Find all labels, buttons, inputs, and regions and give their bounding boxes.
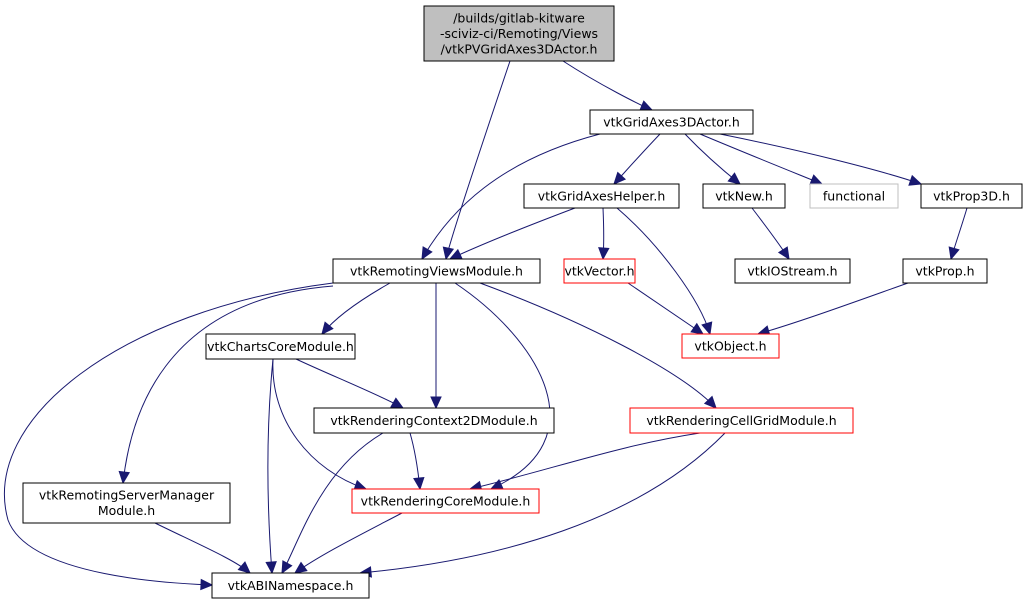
arrowhead-icon [908,174,923,186]
node-prop[interactable]: vtkProp.h [902,258,988,284]
node-label: functional [823,188,885,203]
edge-chartscore-to-context2d [295,358,405,409]
arrowhead-icon [777,246,790,261]
node-label: vtkObject.h [694,338,766,353]
edge-gridaxeshelper-to-vector [598,207,610,261]
node-label: vtkProp.h [915,263,974,278]
node-label: vtkGridAxes3DActor.h [603,114,740,129]
edge-gridaxeshelper-to-object [616,207,713,336]
node-label: vtkVector.h [564,263,634,278]
node-functional: functional [809,183,899,209]
node-remotingviews[interactable]: vtkRemotingViewsModule.h [332,258,541,284]
node-vector[interactable]: vtkVector.h [563,258,636,284]
arrowhead-icon [421,246,433,261]
edge-remotingviews-to-chartscore [321,282,391,335]
node-gridaxeshelper[interactable]: vtkGridAxesHelper.h [523,183,680,209]
arrowhead-icon [809,174,824,185]
edge-gridaxes3dactor-to-remotingviews [421,133,601,261]
node-prop3d[interactable]: vtkProp3D.h [920,183,1023,209]
edge-remotingviews-to-renderingcore [454,282,551,490]
arrowhead-icon [200,578,214,591]
node-label: vtkRenderingContext2DModule.h [330,413,537,428]
arrowhead-icon [430,396,442,410]
edge-vtknew-to-iostream [751,207,790,261]
edge-prop-to-object [756,282,909,337]
edge-gridaxeshelper-to-remotingviews [448,207,576,260]
node-gridaxes3dactor[interactable]: vtkGridAxes3DActor.h [589,109,754,135]
edge-remotingviews-to-abinamespace [3,282,334,591]
node-label: vtkChartsCoreModule.h [207,339,354,354]
node-label: /vtkPVGridAxes3DActor.h [441,41,598,56]
node-label: vtkProp3D.h [933,188,1010,203]
node-context2d[interactable]: vtkRenderingContext2DModule.h [313,407,555,434]
node-label: vtkRenderingCellGridModule.h [646,413,836,428]
arrowhead-icon [294,561,308,574]
arrowhead-icon [118,470,131,485]
edge-renderingcore-to-abinamespace [294,512,403,574]
edge-vector-to-object [627,282,704,335]
arrowhead-icon [690,322,704,335]
node-label: vtkRenderingCoreModule.h [361,493,531,508]
node-vtknew[interactable]: vtkNew.h [702,183,786,209]
edge-context2d-to-abinamespace [281,432,384,575]
node-renderingcore[interactable]: vtkRenderingCoreModule.h [351,488,540,514]
arrowhead-icon [442,246,455,261]
node-label: /builds/gitlab-kitware [453,10,585,25]
node-label: vtkRemotingServerManager [39,488,215,503]
node-chartscore[interactable]: vtkChartsCoreModule.h [205,333,356,360]
arrowhead-icon [598,247,610,261]
edge-root-to-gridaxes3dactor [562,60,654,111]
arrowhead-icon [701,321,713,336]
arrowhead-icon [639,100,654,111]
arrowhead-icon [281,560,293,575]
arrowhead-icon [237,561,251,574]
node-label: vtkGridAxesHelper.h [538,188,666,203]
edge-gridaxes3dactor-to-vtknew [684,133,741,185]
edge-gridaxes3dactor-to-gridaxeshelper [613,133,661,185]
edge-servermanager-to-abinamespace [154,522,251,574]
arrowhead-icon [413,476,425,491]
node-label: Module.h [98,503,155,518]
node-label: vtkRemotingViewsModule.h [350,263,523,278]
arrowhead-icon [948,246,960,261]
edge-prop3d-to-prop [948,207,968,261]
arrowhead-icon [390,397,405,409]
node-label: vtkIOStream.h [747,263,837,278]
edge-remotingviews-to-context2d [430,283,442,410]
node-root: /builds/gitlab-kitware-sciviz-ci/Remotin… [423,5,615,62]
edge-root-to-remotingviews [442,60,511,261]
arrowhead-icon [703,395,717,409]
edge-gridaxes3dactor-to-functional [699,133,824,185]
node-iostream[interactable]: vtkIOStream.h [734,258,851,284]
node-abinamespace[interactable]: vtkABINamespace.h [211,572,370,599]
arrowhead-icon [727,172,741,185]
edge-remotingviews-to-servermanager [118,285,334,485]
edge-chartscore-to-abinamespace [265,358,277,575]
node-label: vtkNew.h [715,188,773,203]
edge-remotingviews-to-cellgrid [479,282,717,409]
node-label: -sciviz-ci/Remoting/Views [440,26,598,41]
edge-context2d-to-renderingcore [409,432,425,491]
arrowhead-icon [613,171,627,185]
arrowhead-icon [321,321,334,335]
arrowhead-icon [265,561,277,575]
node-cellgrid[interactable]: vtkRenderingCellGridModule.h [629,407,854,434]
node-object[interactable]: vtkObject.h [681,333,780,359]
node-label: vtkABINamespace.h [228,578,354,593]
edge-gridaxes3dactor-to-prop3d [719,133,923,186]
